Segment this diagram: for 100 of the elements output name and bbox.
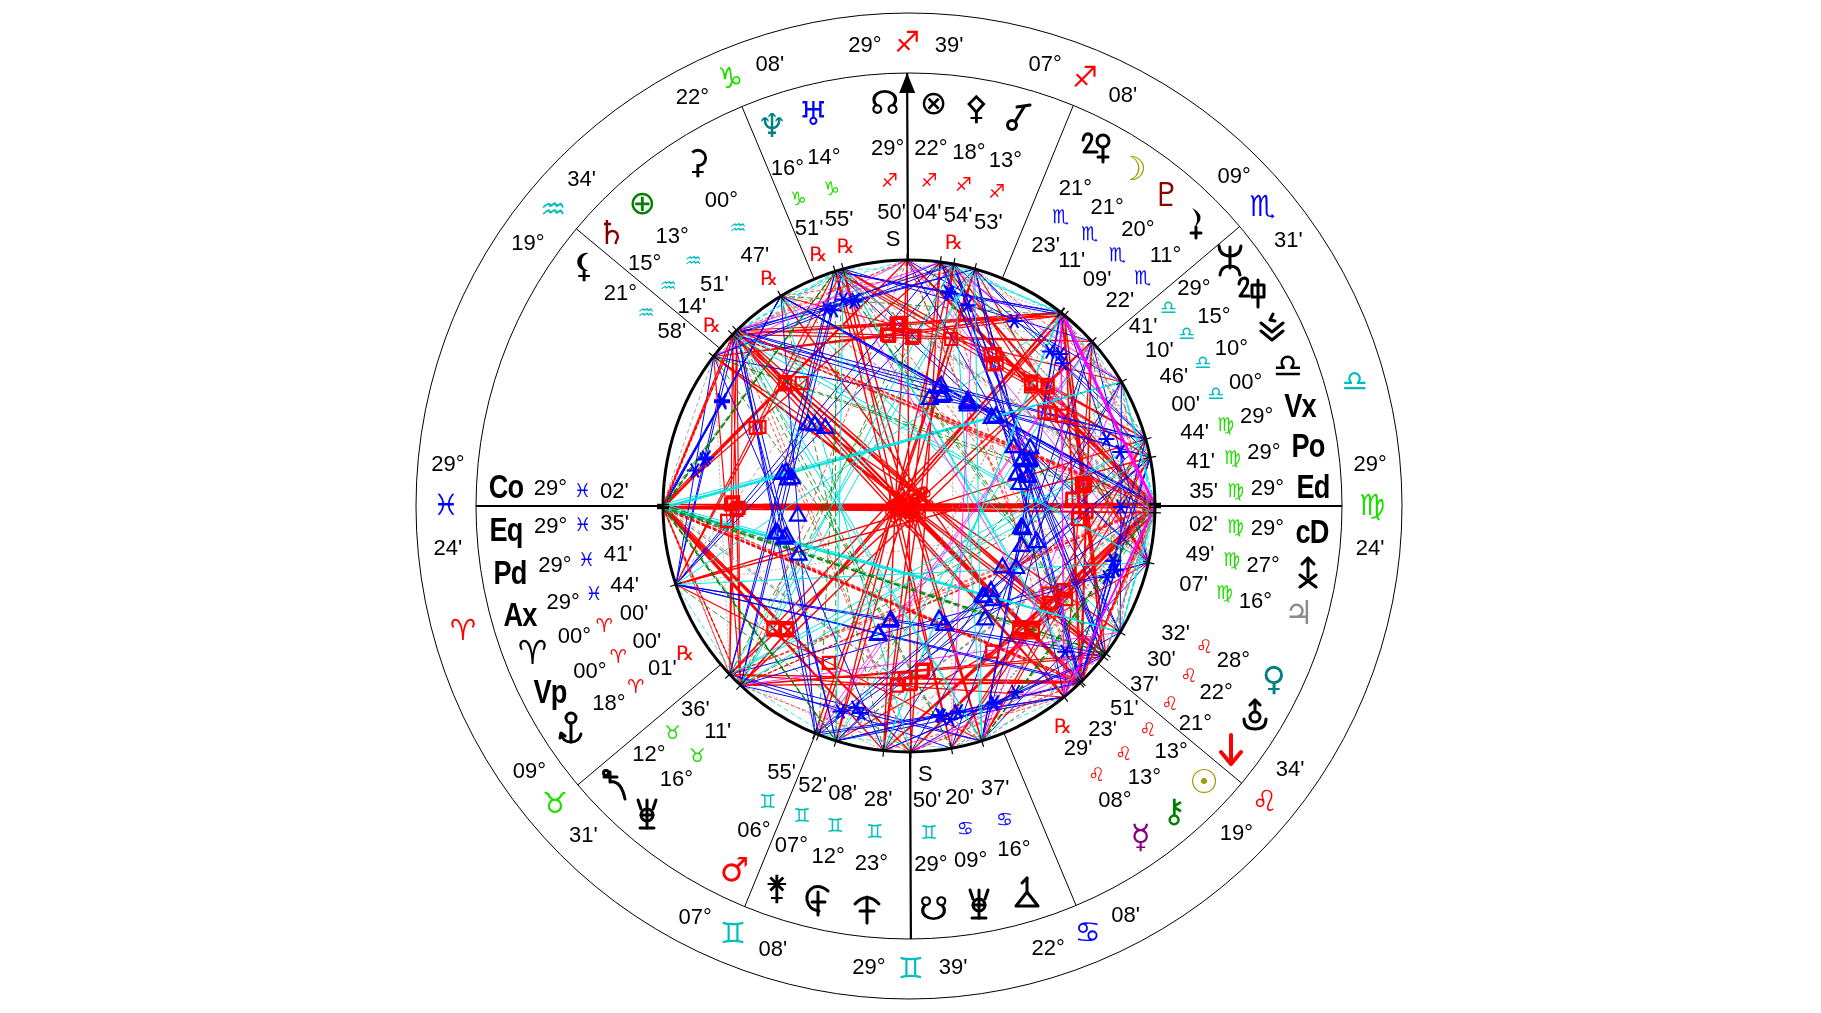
zodiac-sign: ♊ <box>720 918 747 951</box>
minute-label: 32' <box>1161 621 1190 644</box>
minute-label: 08' <box>755 53 785 76</box>
retrograde-mark: ℞ <box>944 230 963 253</box>
zodiac-sign: ♍ <box>1227 479 1245 500</box>
minute-label: 50' <box>912 789 942 812</box>
zodiac-sign: ♎ <box>1341 365 1368 398</box>
minute-label: 24' <box>1355 537 1385 559</box>
minute-label: 28' <box>863 788 893 811</box>
minute-label: 47' <box>740 243 770 266</box>
minute-label: 30' <box>1146 647 1176 670</box>
minute-label: 53' <box>973 210 1003 233</box>
degree-label: 22° <box>1199 681 1233 703</box>
planet-glyph: ☋ <box>919 891 949 928</box>
degree-label: 22° <box>1031 936 1065 959</box>
minute-label: 41' <box>603 543 633 566</box>
point-abbreviation: Co <box>488 468 523 503</box>
minute-label: 20' <box>945 785 974 808</box>
zodiac-sign: ♒ <box>540 193 567 226</box>
zodiac-sign: ♌ <box>1115 742 1132 764</box>
zodiac-sign: ♌ <box>1088 763 1106 785</box>
planet-glyph: ♀ <box>1261 661 1286 698</box>
planet-glyph: ♄ <box>596 214 627 251</box>
degree-label: 28° <box>1216 649 1250 671</box>
degree-label: 29° <box>1250 516 1284 539</box>
degree-label: 09° <box>1217 165 1251 188</box>
point-abbreviation: Po <box>1291 427 1325 462</box>
degree-label: 07° <box>1028 52 1062 75</box>
minute-label: 41' <box>1128 315 1158 338</box>
degree-label: 00° <box>1229 370 1263 393</box>
planet-glyph: ♈ <box>517 634 548 671</box>
minute-label: 04' <box>912 200 942 223</box>
zodiac-sign: ♊ <box>793 804 811 826</box>
zodiac-sign: ♏ <box>1052 205 1069 227</box>
minute-label: 02' <box>1189 513 1218 535</box>
zodiac-sign: ♎ <box>1207 382 1225 404</box>
retrograde-mark: ℞ <box>1053 714 1072 737</box>
minute-label: 50' <box>877 200 906 223</box>
minute-label: 36' <box>681 698 710 721</box>
degree-label: 19° <box>1219 822 1254 845</box>
zodiac-sign: ♌ <box>1195 635 1213 657</box>
point-abbreviation: Vx <box>1284 387 1316 422</box>
zodiac-sign: ♈ <box>450 614 477 647</box>
minute-label: 35' <box>1189 480 1218 503</box>
minute-label: 24' <box>433 537 463 559</box>
zodiac-sign: ♑ <box>789 187 807 209</box>
planet-glyph: ⊕ <box>628 184 657 221</box>
minute-label: 51' <box>699 273 729 296</box>
point-abbreviation: Vp <box>533 674 567 709</box>
retrograde-mark: ℞ <box>676 642 694 665</box>
retrograde-mark: ℞ <box>760 266 778 289</box>
zodiac-sign: ♌ <box>1251 786 1278 819</box>
planet-glyph: ⚴ <box>964 89 989 126</box>
minute-label: 58' <box>657 319 687 342</box>
minute-label: 35' <box>600 511 629 534</box>
minute-label: 07' <box>1179 572 1208 595</box>
degree-label: 06° <box>737 818 771 841</box>
zodiac-sign: ♓ <box>585 582 603 604</box>
degree-label: 29° <box>533 515 568 537</box>
planet-glyph: ♇ <box>1151 176 1182 213</box>
zodiac-sign: ♈ <box>595 614 613 636</box>
degree-label: 29° <box>848 34 882 57</box>
minute-label: 08' <box>1111 904 1140 927</box>
point-abbreviation: Pd <box>493 555 527 589</box>
zodiac-sign: ♒ <box>729 216 747 238</box>
minute-label: 34' <box>1275 757 1305 780</box>
zodiac-sign: ♋ <box>996 808 1014 830</box>
zodiac-sign: ♊ <box>826 814 844 836</box>
planet-glyph: ♆ <box>757 107 787 145</box>
planet-glyph: ⚵ <box>764 869 789 906</box>
zodiac-sign: ♌ <box>1139 718 1157 740</box>
degree-label: 09° <box>512 759 546 782</box>
degree-label: 10° <box>1214 337 1249 360</box>
minute-label: 55' <box>824 208 854 231</box>
minute-label: 00' <box>1171 392 1200 415</box>
minute-label: 22' <box>1105 288 1135 311</box>
station-mark: S <box>918 762 933 785</box>
zodiac-sign: ♌ <box>1180 664 1198 686</box>
planet-glyph: ⊗ <box>919 84 948 121</box>
zodiac-sign: ♎ <box>1159 296 1177 318</box>
minute-label: 54' <box>943 204 973 227</box>
degree-label: 13° <box>655 225 689 248</box>
minute-label: 39' <box>938 955 968 978</box>
point-abbreviation: Eq <box>489 511 523 546</box>
degree-label: 14° <box>807 146 841 169</box>
zodiac-sign: ♈ <box>627 675 645 696</box>
minute-label: 01' <box>648 657 677 679</box>
minute-label: 39' <box>934 33 964 56</box>
minute-label: 41' <box>1186 450 1215 473</box>
minute-label: 08' <box>828 782 857 805</box>
zodiac-sign: ♐ <box>955 173 972 195</box>
zodiac-sign: ♑ <box>717 62 744 95</box>
zodiac-sign: ♑ <box>823 177 841 199</box>
zodiac-sign: ♓ <box>574 513 591 535</box>
minute-label: 34' <box>567 167 596 190</box>
zodiac-sign: ♐ <box>1071 61 1098 94</box>
minute-label: 44' <box>610 573 639 596</box>
point-abbreviation: Ax <box>503 597 537 631</box>
degree-label: 29° <box>546 590 580 613</box>
degree-label: 19° <box>511 232 545 255</box>
